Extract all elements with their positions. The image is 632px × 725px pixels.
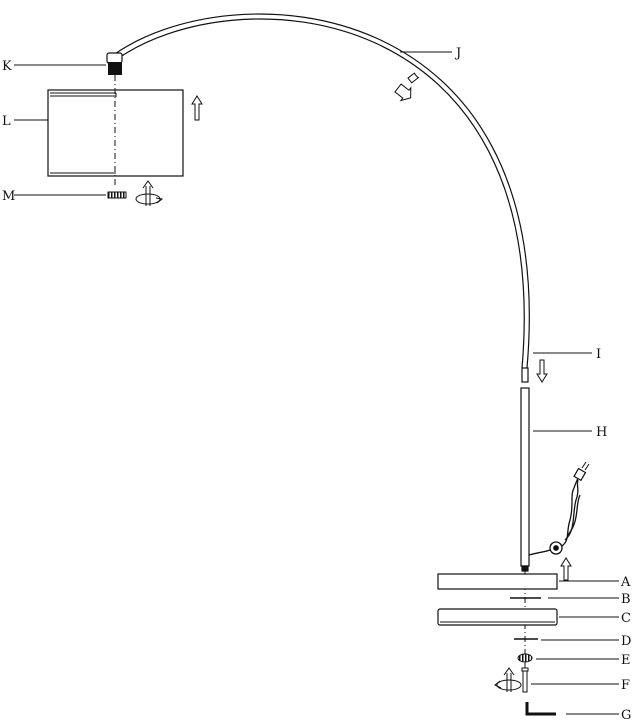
rotate-arrow-icon (494, 667, 522, 692)
leader-lines (14, 51, 619, 715)
callout-b: B (621, 592, 631, 607)
callout-e: E (621, 653, 631, 668)
up-arrow-icon (191, 95, 203, 121)
power-plug (573, 461, 590, 482)
lamp-pole (520, 367, 530, 572)
bolt-f (521, 667, 529, 693)
callout-l: L (2, 114, 11, 129)
arm-joint (407, 72, 420, 84)
callout-g: G (621, 708, 631, 720)
callout-k: K (2, 59, 12, 74)
base-plate-a (437, 573, 558, 590)
callout-j: J (454, 46, 461, 61)
rotate-arrow-icon (135, 180, 164, 206)
callout-c: C (621, 611, 631, 626)
arc-arm (111, 13, 530, 369)
down-arrow-icon (394, 83, 412, 102)
callout-a: A (620, 575, 631, 590)
callout-i: I (596, 347, 601, 362)
power-cord (528, 473, 581, 556)
callout-d: D (621, 634, 631, 649)
up-arrow-icon (560, 557, 572, 581)
callout-m: M (2, 189, 15, 204)
allen-key-g (525, 702, 556, 716)
callout-h: H (596, 425, 607, 440)
base-weight-c (437, 608, 558, 626)
callout-f: F (621, 678, 630, 693)
lamp-socket (106, 52, 123, 75)
nut-e (517, 653, 533, 663)
shade-ring (107, 191, 127, 199)
down-arrow-icon (536, 359, 548, 383)
